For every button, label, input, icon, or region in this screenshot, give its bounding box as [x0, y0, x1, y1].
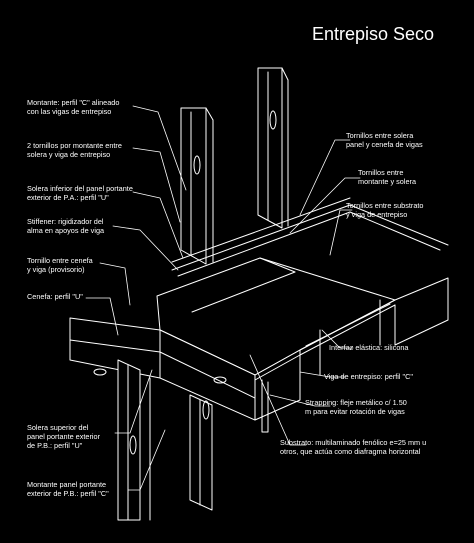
label-line: Stiffener: rigidizador del — [27, 217, 104, 226]
label-line: otros, que actúa como diafragma horizont… — [280, 447, 421, 456]
label-line: exterior de P.B.: perfil "C" — [27, 489, 109, 498]
label-line: alma en apoyos de viga — [27, 226, 105, 235]
label-interfaz: Interfaz elástica: silicona — [329, 343, 409, 352]
label-line: Montante panel portante — [27, 480, 107, 489]
cenefa — [69, 317, 256, 421]
label-line: panel portante exterior — [27, 432, 101, 441]
label-line: Viga de entrepiso: perfil "C" — [324, 372, 414, 381]
label-line: de P.B.: perfil "U" — [27, 441, 83, 450]
label-line: Cenefa: perfil "U" — [27, 292, 83, 301]
leader-lines — [85, 105, 361, 491]
label-line: exterior de P.A.: perfil "U" — [27, 193, 109, 202]
strapping — [261, 379, 269, 433]
upper-solera — [171, 197, 449, 277]
label-line: m para evitar rotación de vigas — [305, 407, 405, 416]
label-viga: Viga de entrepiso: perfil "C" — [324, 372, 413, 381]
label-line: con las vigas de entrepiso — [27, 107, 112, 116]
upper-stud-2 — [257, 67, 289, 229]
label-line: solera y viga de entrepiso — [27, 150, 111, 159]
label-line: Solera superior del — [27, 423, 89, 432]
label-line: Interfaz elástica: silicona — [329, 343, 409, 352]
lower-studs — [117, 359, 213, 521]
label-line: 2 tornillos por montante entre — [27, 141, 122, 150]
label-line: Substrato: multilaminado fenólico e=25 m… — [280, 438, 427, 447]
upper-stud-1 — [180, 107, 214, 265]
label-line: Strapping: fleje metálico c/ 1.50 — [305, 398, 407, 407]
label-line: Montante: perfil "C" alineado — [27, 98, 120, 107]
label-substrato: Substrato: multilaminado fenólico e=25 m… — [280, 438, 426, 456]
label-line: Tornillos entre substrato — [346, 201, 424, 210]
label-line: Tornillos entre solera — [346, 131, 414, 140]
label-line: y viga de entrepiso — [346, 210, 408, 219]
label-line: Tornillo entre cenefa — [27, 256, 93, 265]
label-line: montante y solera — [358, 177, 417, 186]
label-line: panel y cenefa de vigas — [346, 140, 423, 149]
label-line: Tornillos entre — [358, 168, 404, 177]
label-line: Solera inferior del panel portante — [27, 184, 133, 193]
drawing-title: Entrepiso Seco — [312, 24, 435, 44]
label-line: y viga (provisorio) — [27, 265, 85, 274]
label-cenefa: Cenefa: perfil "U" — [27, 292, 83, 301]
